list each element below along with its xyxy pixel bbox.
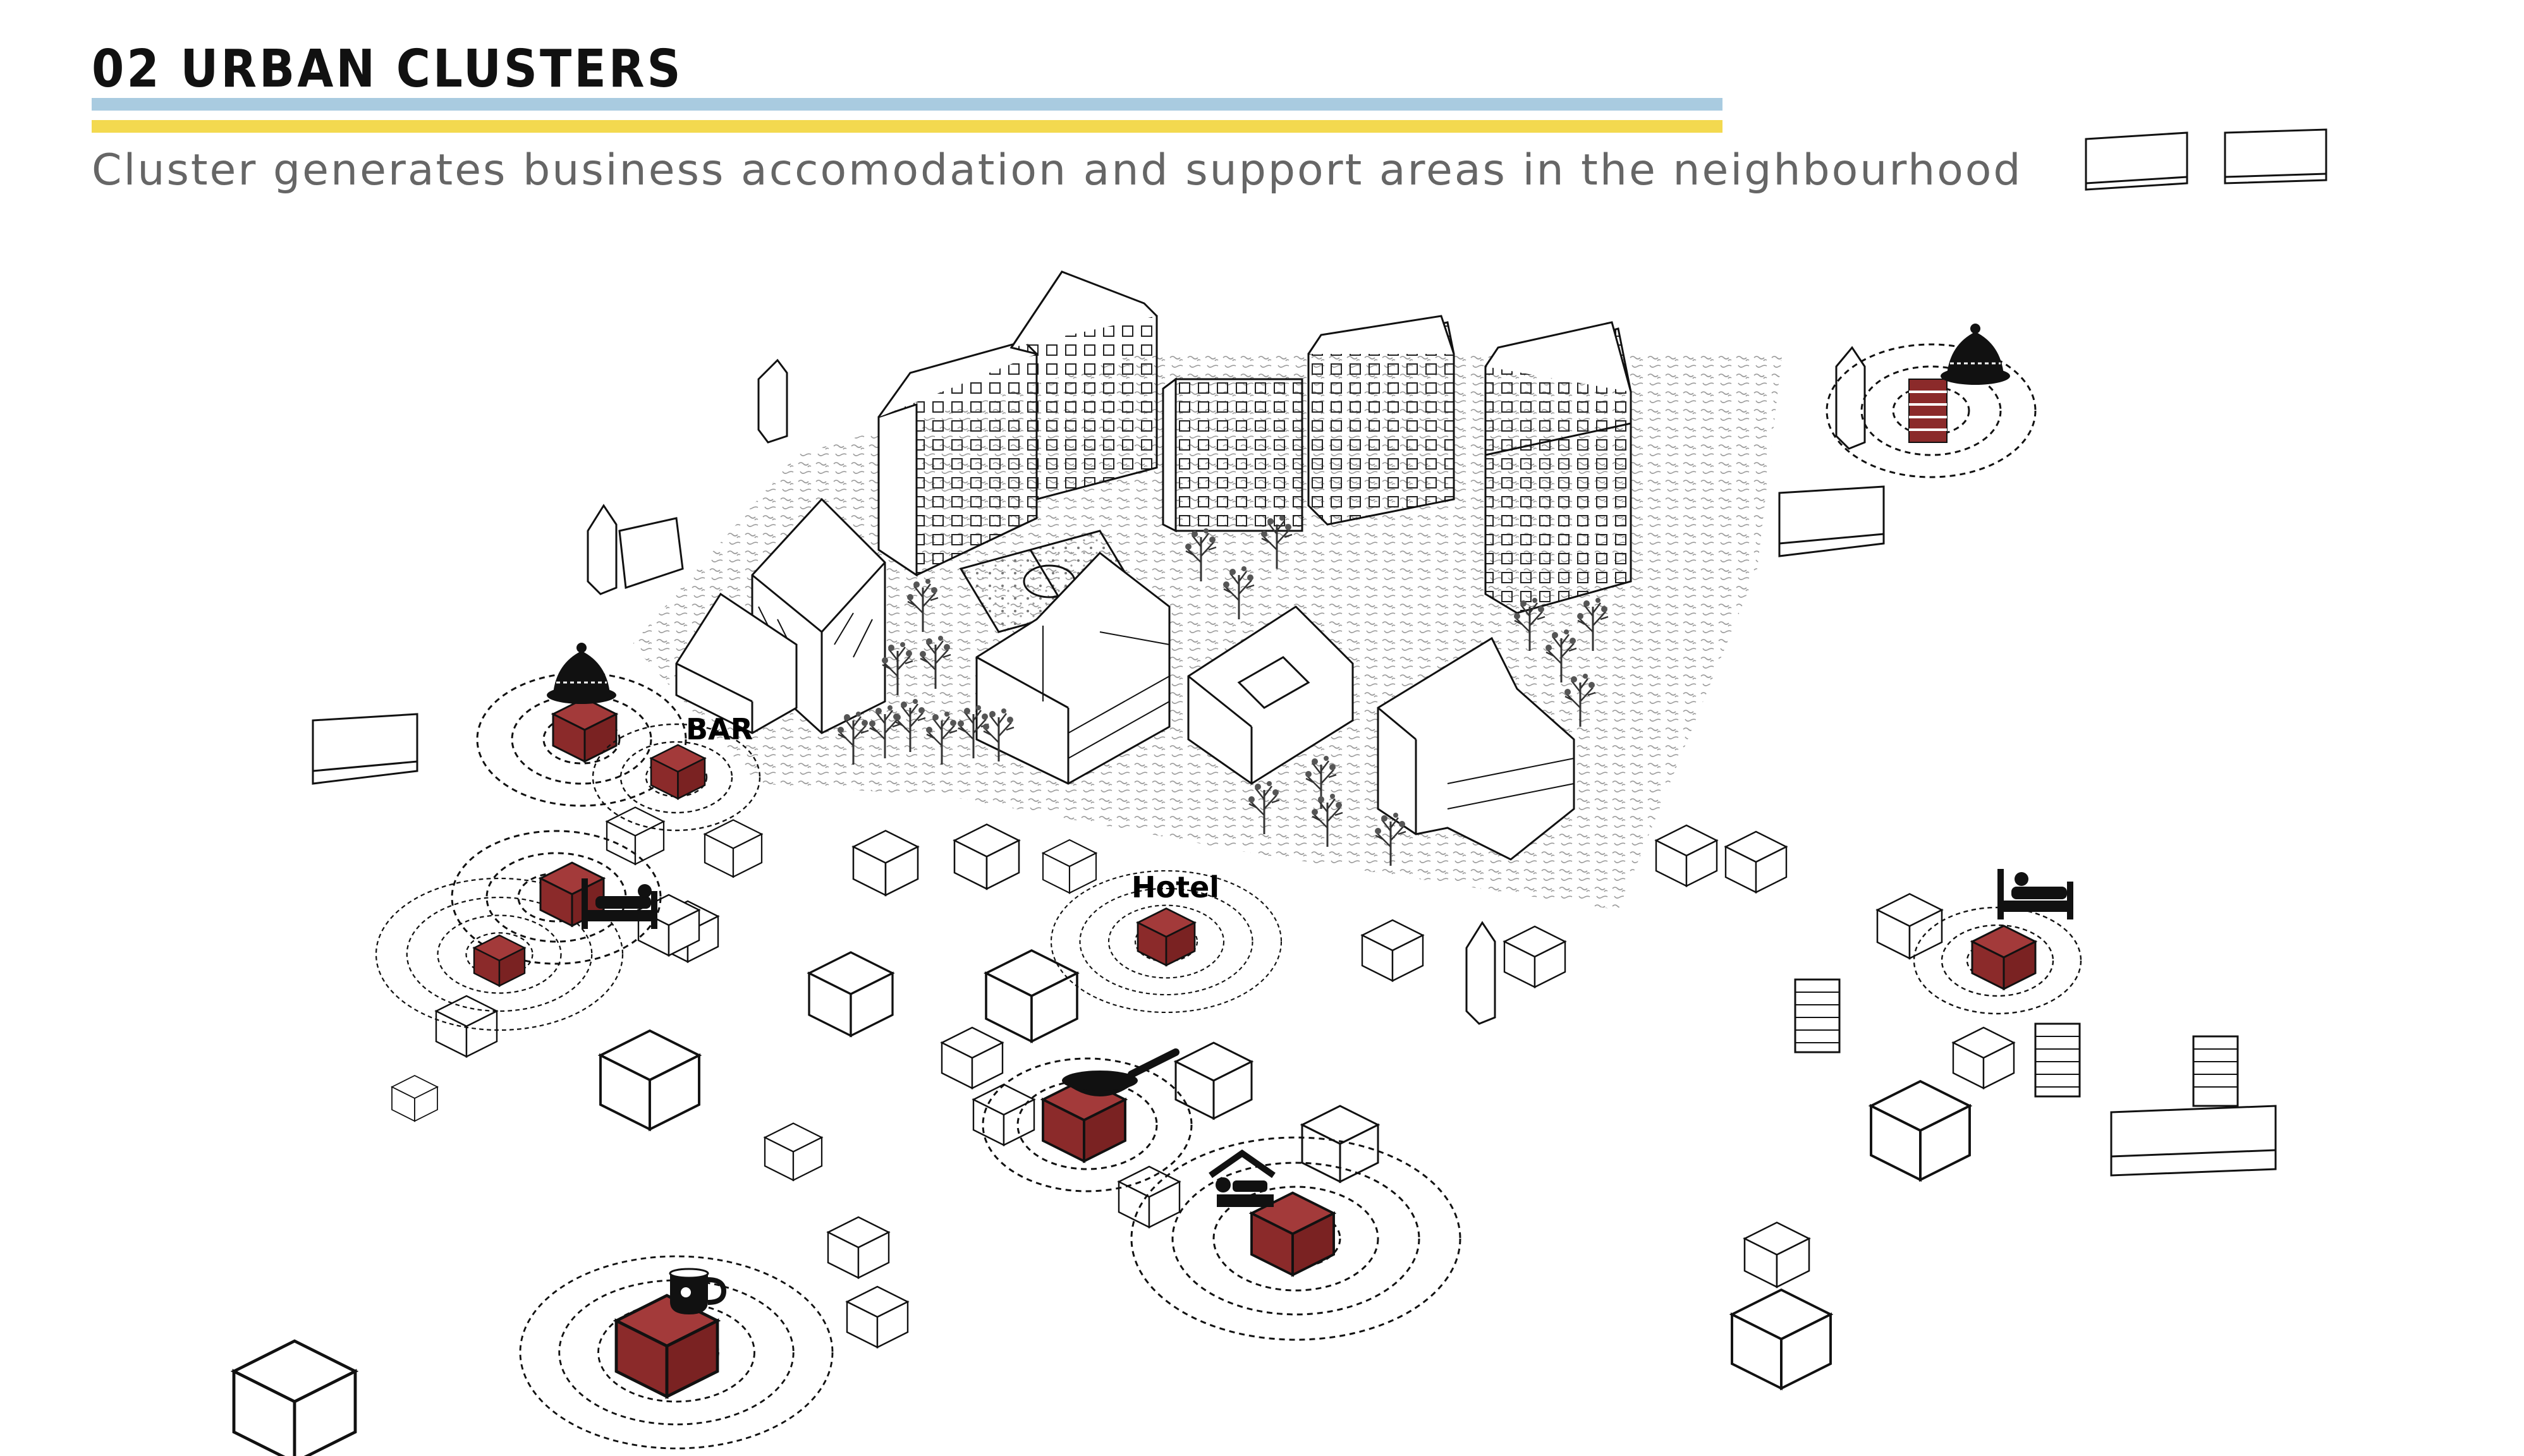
- cluster-tajine-east: [1826, 343, 2037, 478]
- apartment-block-2: [1009, 270, 1158, 500]
- hotel-label: Hotel: [1131, 870, 1219, 904]
- apartment-block-4: [1307, 315, 1455, 526]
- wok-icon: [1062, 1048, 1180, 1096]
- l-shaped-block: [1377, 636, 1575, 861]
- stair-block-2: [2034, 1022, 2081, 1098]
- blue-divider: [92, 98, 1722, 111]
- yellow-divider: [92, 120, 1722, 133]
- courtyard-block: [1187, 605, 1354, 785]
- apartment-block-5: [1484, 321, 1632, 614]
- cluster-hotel: Hotel: [1050, 870, 1283, 1014]
- stair-block-1: [1794, 978, 1841, 1053]
- tajine-icon: [1941, 324, 2010, 385]
- neighbourhood-buildings: [234, 128, 2327, 1456]
- red-stair-block: [1908, 379, 1948, 443]
- page-subtitle: Cluster generates business accomodation …: [92, 145, 2023, 195]
- header: 02 URBAN CLUSTERS Cluster generates busi…: [92, 35, 2021, 195]
- stair-block-3: [2192, 1035, 2239, 1107]
- bar-label: BAR: [686, 712, 753, 746]
- apartment-block-1: [877, 340, 1038, 577]
- cluster-shelter: [1130, 1136, 1461, 1341]
- page-title: 02 URBAN CLUSTERS: [92, 39, 683, 99]
- cluster-bed-west: [375, 830, 662, 1031]
- shelter-icon: [1209, 1149, 1276, 1207]
- coffee-cup-icon: [669, 1268, 727, 1314]
- bed-icon: [1997, 869, 2073, 919]
- slab-block-center: [975, 551, 1171, 785]
- cluster-bar: BAR: [592, 712, 761, 832]
- low-block-west: [675, 592, 798, 734]
- bed-icon: [582, 878, 657, 929]
- apartment-block-3: [1162, 377, 1303, 533]
- tajine-icon: [547, 643, 616, 704]
